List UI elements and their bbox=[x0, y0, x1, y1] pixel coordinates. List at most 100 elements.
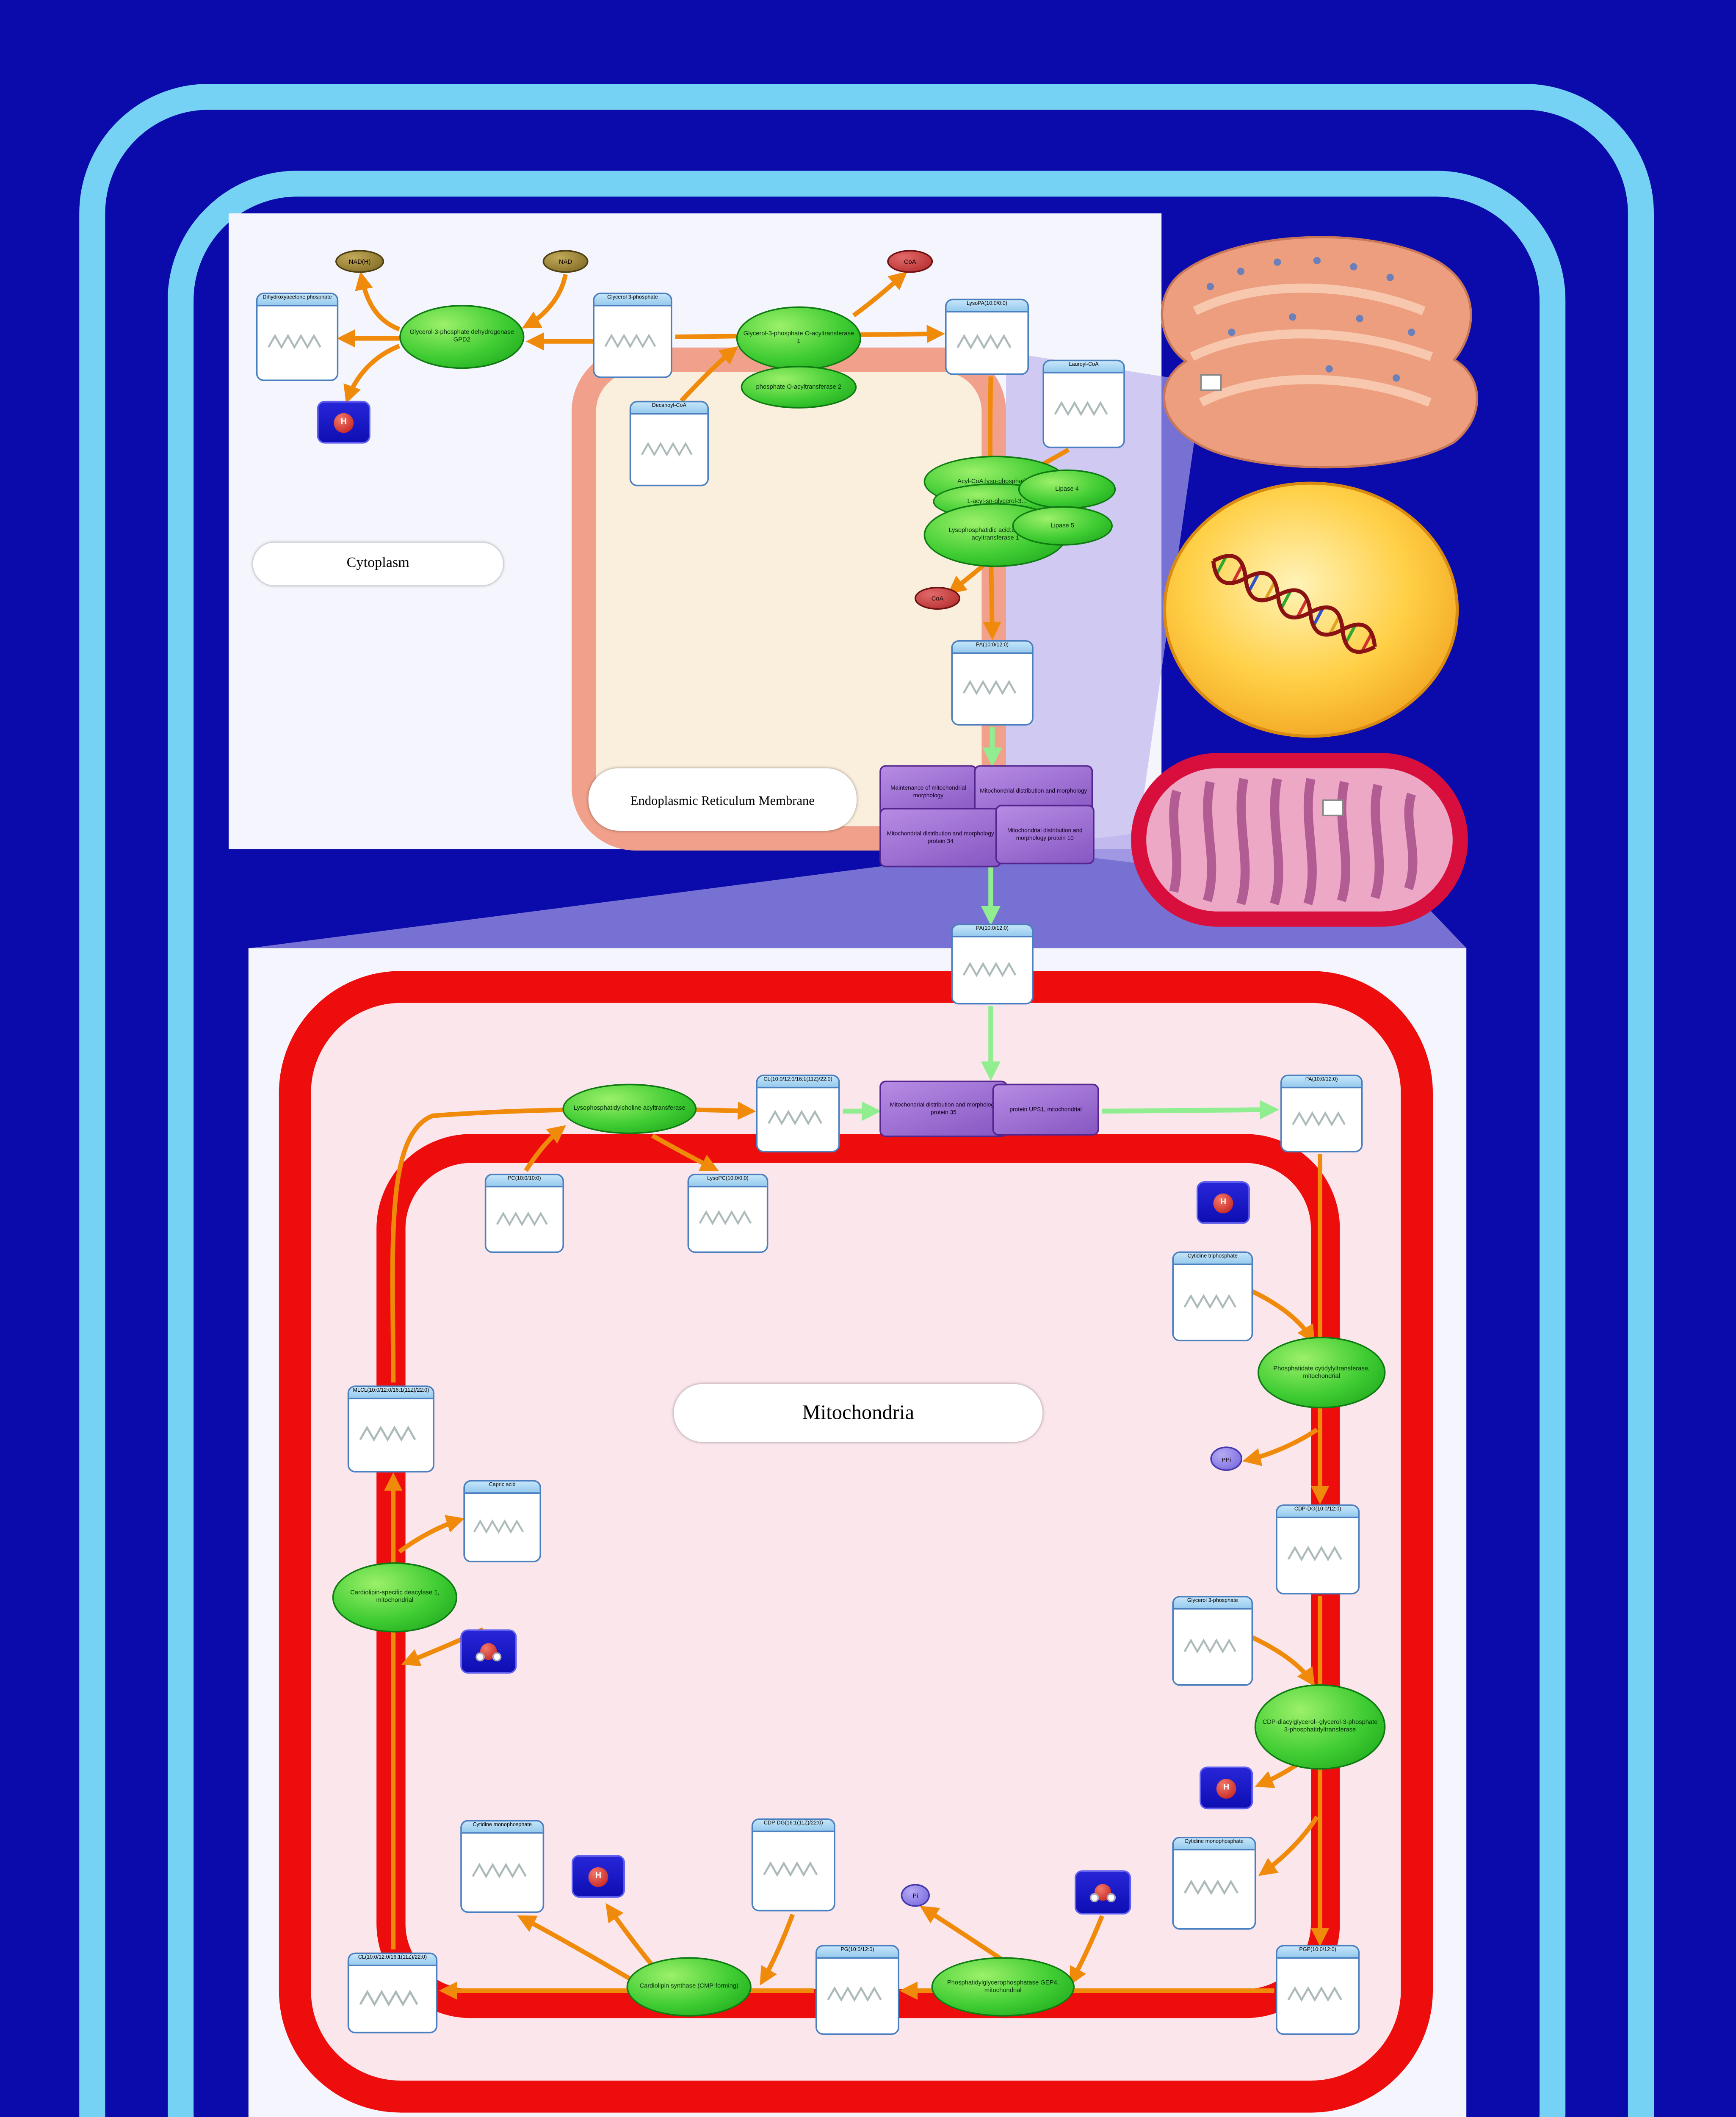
enzyme-gep4[interactable]: Phosphatidylglycerophosphatase GEP4, mit… bbox=[931, 1957, 1075, 2017]
metabolite-decanoyl-coa[interactable]: Decanoyl-CoA bbox=[629, 401, 709, 486]
metabolite-label: Cytidine triphosphate bbox=[1174, 1253, 1252, 1265]
hydrogen-ion-node-4[interactable]: H bbox=[572, 1855, 625, 1898]
hydrogen-ion-node-2[interactable]: H bbox=[1197, 1181, 1250, 1224]
water-molecule-icon bbox=[1090, 1882, 1116, 1903]
metabolite-label: MLCL(10:0/12:0/16:1(11Z)/22:0) bbox=[349, 1387, 433, 1398]
chemical-structure-icon bbox=[953, 653, 1032, 724]
protein-mdm35[interactable]: Mitochondrial distribution and morpholog… bbox=[879, 1081, 1008, 1137]
enzyme-lpcat[interactable]: Lysophosphatidylcholine acyltransferase bbox=[562, 1083, 697, 1134]
metabolite-label: Lauroyl-CoA bbox=[1044, 361, 1124, 373]
compartment-label-er: Endoplasmic Reticulum Membrane bbox=[588, 768, 857, 831]
metabolite-label: PA(10:0/12:0) bbox=[953, 925, 1032, 937]
chemical-structure-icon bbox=[1277, 1958, 1358, 2034]
cofactor-ppi[interactable]: PPi bbox=[1210, 1446, 1242, 1471]
hydrogen-ion-node-3[interactable]: H bbox=[1200, 1766, 1253, 1810]
metabolite-g3p-mito[interactable]: Glycerol 3-phosphate bbox=[1172, 1596, 1253, 1686]
mitochondrion-illustration bbox=[1131, 753, 1468, 927]
chemical-structure-icon bbox=[257, 305, 337, 380]
metabolite-pgp[interactable]: PGP(10:0/12:0) bbox=[1276, 1945, 1360, 2035]
nucleus-illustration bbox=[1163, 481, 1459, 738]
metabolite-pa-inner[interactable]: PA(10:0/12:0) bbox=[1280, 1075, 1363, 1152]
water-molecule-icon bbox=[475, 1641, 502, 1662]
metabolite-label: Glycerol 3-phosphate bbox=[594, 294, 671, 306]
cofactor-pi[interactable]: Pi bbox=[901, 1884, 930, 1907]
cofactor-coa-2[interactable]: CoA bbox=[915, 587, 960, 610]
chemical-structure-icon bbox=[817, 1958, 898, 2034]
metabolite-label: CDP-DG(16:1(11Z)/22:0) bbox=[753, 1820, 834, 1832]
cofactor-nadh[interactable]: NAD(H) bbox=[335, 250, 384, 273]
enzyme-lipase-5[interactable]: Lipase 5 bbox=[1012, 506, 1113, 546]
cell-membrane-inner bbox=[168, 171, 1566, 2117]
chemical-structure-icon bbox=[465, 1493, 540, 1561]
metabolite-label: PA(10:0/12:0) bbox=[1282, 1076, 1361, 1088]
metabolite-g3p[interactable]: Glycerol 3-phosphate bbox=[593, 293, 672, 378]
chemical-structure-icon bbox=[953, 937, 1032, 1003]
metabolite-pg[interactable]: PG(10:0/12:0) bbox=[815, 1945, 899, 2035]
chemical-structure-icon bbox=[1044, 373, 1124, 447]
metabolite-lauroyl-coa[interactable]: Lauroyl-CoA bbox=[1042, 359, 1125, 448]
metabolite-label: CL(10:0/12:0/16:1(11Z)/22:0) bbox=[349, 1954, 436, 1966]
metabolite-label: LysoPC(10:0/0:0) bbox=[689, 1175, 767, 1187]
enzyme-cardiolipin-synthase[interactable]: Cardiolipin synthase (CMP-forming) bbox=[626, 1957, 752, 2017]
metabolite-label: Glycerol 3-phosphate bbox=[1174, 1597, 1252, 1609]
metabolite-mlcl[interactable]: MLCL(10:0/12:0/16:1(11Z)/22:0) bbox=[347, 1385, 434, 1473]
metabolite-cl-top[interactable]: CL(10:0/12:0/16:1(11Z)/22:0) bbox=[756, 1075, 840, 1152]
hydrogen-ion-node-1[interactable]: H bbox=[317, 401, 370, 444]
metabolite-cmp-left[interactable]: Cytidine monophosphate bbox=[460, 1820, 545, 1913]
hydrogen-ion-icon: H bbox=[588, 1866, 608, 1886]
chemical-structure-icon bbox=[1282, 1087, 1361, 1151]
chemical-structure-icon bbox=[1174, 1264, 1252, 1340]
chemical-structure-icon bbox=[1277, 1517, 1358, 1593]
compartment-label-mitochondria: Mitochondria bbox=[674, 1384, 1043, 1442]
protein-mdm34[interactable]: Mitochondrial distribution and morpholog… bbox=[879, 808, 1002, 868]
metabolite-dhap[interactable]: Dihydroxyacetone phosphate bbox=[256, 293, 339, 381]
metabolite-cmp-right[interactable]: Cytidine monophosphate bbox=[1172, 1837, 1256, 1930]
enzyme-pgs1[interactable]: CDP-diacylglycerol--glycerol-3-phosphate… bbox=[1254, 1684, 1386, 1770]
enzyme-cl-deacylase[interactable]: Cardiolipin-specific deacylase 1, mitoch… bbox=[332, 1562, 457, 1633]
dna-helix-icon bbox=[1211, 554, 1377, 654]
water-node-2[interactable] bbox=[1075, 1870, 1131, 1915]
cell-membrane-outer bbox=[79, 84, 1654, 2117]
metabolite-lysopa[interactable]: LysoPA(10:0/0:0) bbox=[945, 298, 1029, 375]
compartment-label-cytoplasm: Cytoplasm bbox=[253, 542, 503, 586]
chemical-structure-icon bbox=[349, 1965, 436, 2032]
metabolite-label: LysoPA(10:0/0:0) bbox=[946, 300, 1028, 312]
metabolite-label: Decanoyl-CoA bbox=[631, 402, 708, 414]
chemical-structure-icon bbox=[1174, 1608, 1252, 1684]
metabolite-pc[interactable]: PC(10:0/10:0) bbox=[484, 1174, 564, 1253]
chemical-structure-icon bbox=[349, 1398, 433, 1471]
metabolite-cdp-dg[interactable]: CDP-DG(10:0/12:0) bbox=[1276, 1504, 1360, 1595]
metabolite-lysopc[interactable]: LysoPC(10:0/0:0) bbox=[687, 1174, 768, 1253]
metabolite-cl-bottom[interactable]: CL(10:0/12:0/16:1(11Z)/22:0) bbox=[347, 1952, 438, 2034]
metabolite-cdp-dg-2[interactable]: CDP-DG(16:1(11Z)/22:0) bbox=[751, 1818, 835, 1912]
enzyme-gpat2[interactable]: phosphate O-acyltransferase 2 bbox=[741, 366, 857, 409]
enzyme-gpd2[interactable]: Glycerol-3-phosphate dehydrogenase GPD2 bbox=[399, 305, 525, 369]
protein-mdm10[interactable]: Mitochondrial distribution and morpholog… bbox=[995, 804, 1095, 865]
enzyme-gpat1[interactable]: Glycerol-3-phosphate O-acyltransferase 1 bbox=[736, 306, 861, 370]
water-node-1[interactable] bbox=[460, 1629, 517, 1674]
mito-zoom-tag bbox=[1322, 799, 1344, 816]
chemical-structure-icon bbox=[1174, 1849, 1255, 1928]
metabolite-ctp[interactable]: Cytidine triphosphate bbox=[1172, 1251, 1253, 1341]
hydrogen-ion-icon: H bbox=[1216, 1778, 1236, 1798]
metabolite-pa-er[interactable]: PA(10:0/12:0) bbox=[951, 640, 1034, 726]
cofactor-coa-1[interactable]: CoA bbox=[887, 250, 933, 273]
cofactor-nad[interactable]: NAD bbox=[542, 250, 589, 273]
protein-ups1[interactable]: protein UPS1, mitochondrial bbox=[992, 1083, 1099, 1136]
hydrogen-ion-icon: H bbox=[1213, 1193, 1233, 1213]
metabolite-capric-acid[interactable]: Capric acid bbox=[463, 1480, 541, 1562]
chemical-structure-icon bbox=[753, 1831, 834, 1910]
metabolite-label: Dihydroxyacetone phosphate bbox=[257, 294, 337, 306]
metabolite-label: PG(10:0/12:0) bbox=[817, 1946, 898, 1958]
metabolite-label: Cytidine monophosphate bbox=[1174, 1838, 1255, 1850]
chemical-structure-icon bbox=[757, 1087, 838, 1151]
chemical-structure-icon bbox=[689, 1186, 767, 1252]
metabolite-label: Cytidine monophosphate bbox=[462, 1821, 543, 1833]
metabolite-label: Capric acid bbox=[465, 1481, 540, 1493]
metabolite-label: PA(10:0/12:0) bbox=[953, 641, 1032, 653]
metabolite-pa-transfer[interactable]: PA(10:0/12:0) bbox=[951, 923, 1034, 1005]
enzyme-lipase-4[interactable]: Lipase 4 bbox=[1018, 469, 1116, 509]
metabolite-label: CL(10:0/12:0/16:1(11Z)/22:0) bbox=[757, 1076, 838, 1088]
enzyme-cds[interactable]: Phosphatidate cytidylyltransferase, mito… bbox=[1258, 1337, 1386, 1409]
